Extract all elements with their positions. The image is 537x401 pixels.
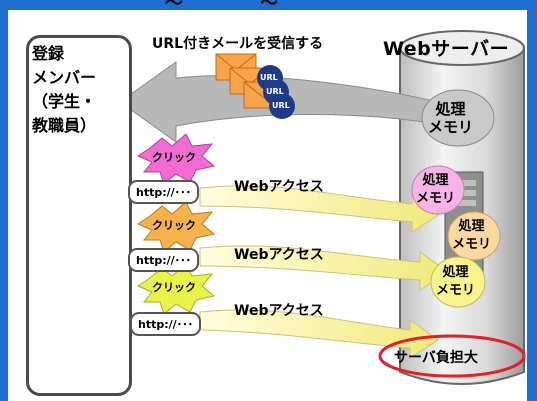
click-burst-1: [136, 133, 216, 185]
click-burst-2: [136, 201, 216, 253]
memory-label-yellow: 処理 メモリ: [436, 265, 476, 298]
right-frame-bar: [527, 0, 537, 401]
click-label-3: クリック: [152, 281, 196, 294]
url-field-1: http://･･･: [128, 180, 200, 204]
url-field-3: http://･･･: [130, 312, 202, 336]
web-access-label-2: Webアクセス: [234, 247, 324, 263]
memory-label-top: 処理 メモリ: [428, 100, 474, 136]
memory-label-orange: 処理 メモリ: [452, 219, 492, 252]
memory-blob-top: [421, 89, 495, 147]
server-load-label: サーバ負担大: [394, 350, 478, 366]
url-badge-2: URL: [266, 87, 284, 96]
url-field-2: http://･･･: [128, 248, 200, 272]
click-label-2: クリック: [152, 219, 196, 232]
web-server-title: Webサーバー: [383, 38, 510, 60]
url-badge-1: URL: [260, 73, 278, 82]
web-access-label-3: Webアクセス: [234, 303, 324, 319]
memory-label-pink: 処理 メモリ: [416, 173, 456, 206]
memory-blob-pink: [411, 165, 465, 215]
member-box: [26, 35, 132, 396]
memory-blob-yellow: [430, 256, 486, 308]
member-label: 登録 メンバー （学生・ 教職員）: [32, 44, 97, 135]
click-label-1: クリック: [152, 151, 196, 164]
memory-blob-orange: [447, 211, 501, 261]
mail-envelopes-icon: [215, 53, 295, 119]
server-load-circle: [378, 334, 526, 378]
header-fragment: ～ ～: [165, 0, 279, 14]
left-frame-bar: [0, 0, 8, 401]
request-arrow-1: [199, 185, 441, 233]
url-badge-3: URL: [272, 101, 290, 110]
email-received-label: URL付きメールを受信する: [152, 36, 324, 52]
web-access-label-1: Webアクセス: [234, 179, 324, 195]
top-frame-bar: [0, 0, 537, 10]
request-arrow-3: [199, 309, 439, 359]
